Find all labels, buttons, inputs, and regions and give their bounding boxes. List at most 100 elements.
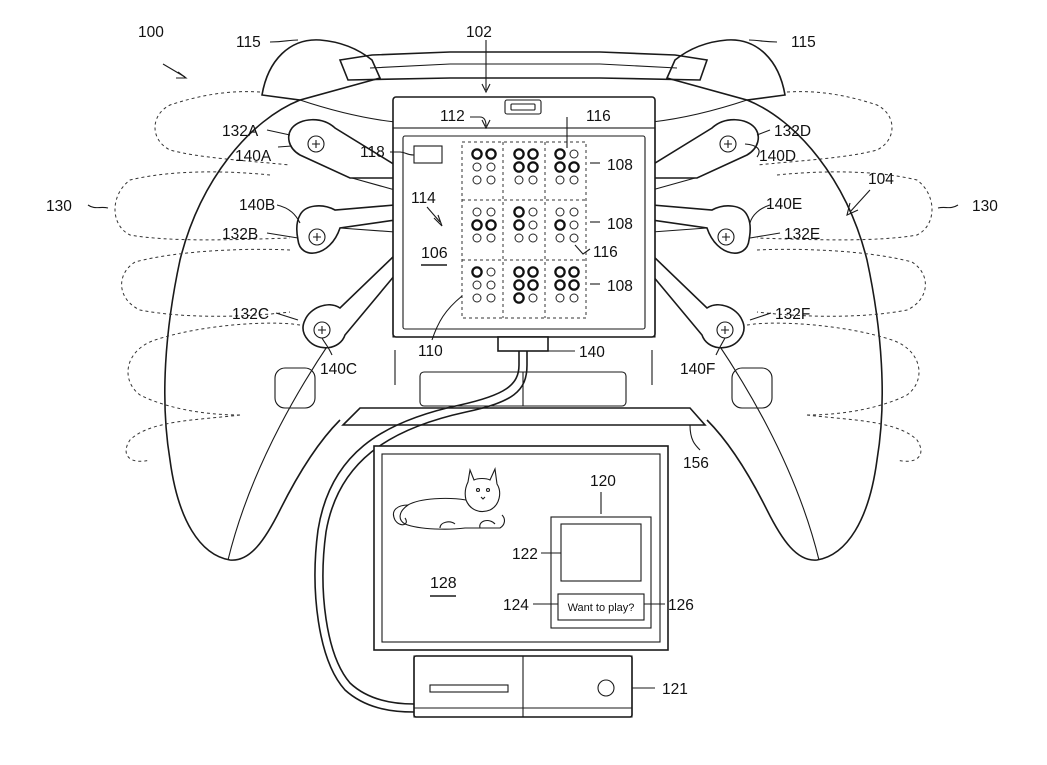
game-console: [413, 655, 633, 718]
braille-pin-raised: [554, 266, 566, 278]
label-106: 106: [421, 245, 448, 262]
label-121: 121: [662, 681, 688, 698]
label-122: 122: [512, 546, 538, 563]
game-controller: [164, 39, 883, 561]
label-115a: 115: [236, 34, 261, 51]
braille-pin-raised: [527, 279, 539, 291]
label-104: 104: [868, 171, 894, 188]
braille-pin-raised: [527, 148, 539, 160]
braille-pin-flat: [472, 293, 482, 303]
label-116a: 116: [586, 108, 611, 125]
braille-pin-raised: [513, 206, 525, 218]
braille-pin-flat: [486, 207, 496, 217]
braille-pin-raised: [513, 292, 525, 304]
braille-pin-flat: [486, 233, 496, 243]
braille-pin-flat: [555, 293, 565, 303]
label-115b: 115: [791, 34, 816, 51]
label-140F: 140F: [680, 361, 715, 378]
label-112: 112: [440, 108, 465, 125]
braille-pin-flat: [472, 175, 482, 185]
label-124: 124: [503, 597, 529, 614]
braille-pin-raised: [513, 219, 525, 231]
braille-pin-flat: [528, 293, 538, 303]
braille-pin-flat: [569, 149, 579, 159]
braille-pin-raised: [554, 279, 566, 291]
arms-left: [287, 118, 396, 349]
braille-pin-flat: [528, 220, 538, 230]
braille-pin-flat: [472, 280, 482, 290]
braille-pin-raised: [471, 148, 483, 160]
braille-pin-raised: [513, 161, 525, 173]
display-screen: Want to play?: [373, 445, 669, 651]
braille-pin-flat: [486, 293, 496, 303]
label-108b: 108: [607, 216, 633, 233]
label-140D: 140D: [759, 148, 796, 165]
braille-pin-flat: [528, 207, 538, 217]
label-132B: 132B: [222, 226, 258, 243]
braille-pin-flat: [514, 233, 524, 243]
label-140A: 140A: [235, 148, 272, 165]
braille-pin-flat: [486, 280, 496, 290]
label-116b: 116: [593, 244, 618, 261]
braille-pin-raised: [513, 279, 525, 291]
stand: [341, 350, 707, 426]
label-140B: 140B: [239, 197, 275, 214]
braille-pin-flat: [486, 175, 496, 185]
braille-pin-flat: [486, 267, 496, 277]
braille-pin-raised: [568, 161, 580, 173]
cable: [314, 351, 520, 713]
label-132D: 132D: [774, 123, 811, 140]
braille-pin-raised: [554, 148, 566, 160]
label-130-right: 130: [972, 198, 998, 215]
hands-outline: [114, 91, 933, 462]
braille-pin-raised: [568, 266, 580, 278]
braille-pin-raised: [485, 219, 497, 231]
label-108c: 108: [607, 278, 633, 295]
braille-pin-flat: [472, 207, 482, 217]
label-102: 102: [466, 24, 492, 41]
label-132E: 132E: [784, 226, 820, 243]
braille-pin-flat: [569, 233, 579, 243]
braille-pin-raised: [527, 266, 539, 278]
braille-pin-flat: [514, 175, 524, 185]
braille-pin-flat: [472, 162, 482, 172]
reference-labels: 100 102 104 106 108 108 108 110 112 114 …: [46, 24, 998, 698]
braille-pin-flat: [569, 293, 579, 303]
label-120: 120: [590, 473, 616, 490]
label-140: 140: [579, 344, 605, 361]
label-132F: 132F: [775, 306, 810, 323]
arms-right: [651, 118, 760, 349]
label-132C: 132C: [232, 306, 269, 323]
cat-image: [392, 467, 505, 530]
braille-pin-raised: [471, 266, 483, 278]
braille-pin-raised: [554, 161, 566, 173]
braille-pin-flat: [472, 233, 482, 243]
braille-pin-raised: [554, 219, 566, 231]
braille-pin-raised: [485, 148, 497, 160]
label-132A: 132A: [222, 123, 259, 140]
braille-pin-raised: [513, 266, 525, 278]
braille-pin-flat: [555, 175, 565, 185]
label-156: 156: [683, 455, 709, 472]
braille-pin-flat: [555, 233, 565, 243]
label-130-left: 130: [46, 198, 72, 215]
braille-pin-flat: [528, 233, 538, 243]
label-128: 128: [430, 575, 457, 592]
label-100: 100: [138, 24, 164, 41]
label-140C: 140C: [320, 361, 357, 378]
label-140E: 140E: [766, 196, 802, 213]
label-114: 114: [411, 190, 436, 207]
label-110: 110: [418, 343, 443, 360]
leader-lines: [87, 39, 959, 689]
cable-inner: [322, 351, 528, 705]
braille-display-device: [392, 96, 656, 352]
label-118: 118: [360, 144, 385, 161]
braille-pin-flat: [569, 207, 579, 217]
label-126: 126: [668, 597, 694, 614]
braille-pin-raised: [568, 279, 580, 291]
braille-pin-raised: [471, 219, 483, 231]
braille-pin-flat: [569, 220, 579, 230]
label-108a: 108: [607, 157, 633, 174]
braille-pin-flat: [528, 175, 538, 185]
